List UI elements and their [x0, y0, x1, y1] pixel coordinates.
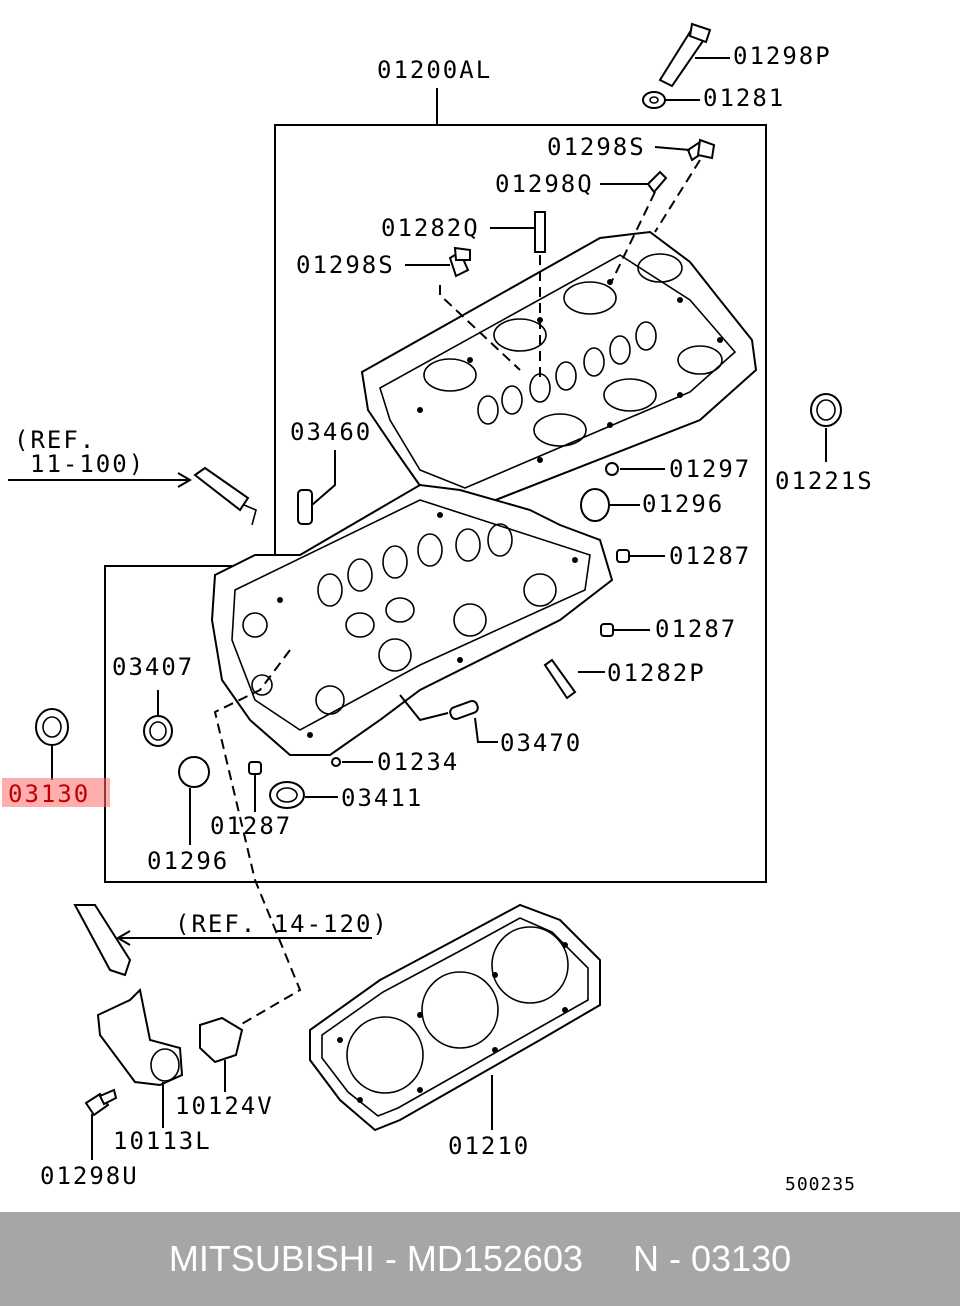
label-ref-14-120: (REF. 14-120)	[175, 910, 389, 938]
label-01287-a: 01287	[669, 542, 751, 570]
part-info-footer: MITSUBISHI - MD152603 N - 03130	[0, 1212, 960, 1306]
dowel-03460	[297, 489, 313, 525]
washer-01281	[642, 91, 666, 109]
label-03460: 03460	[290, 418, 372, 446]
label-01221s: 01221S	[775, 467, 874, 495]
label-03470: 03470	[500, 729, 582, 757]
cylinder-head	[210, 230, 758, 756]
bolt-01298q	[646, 170, 668, 194]
label-03130: 03130	[8, 780, 90, 808]
label-01287-c: 01287	[210, 812, 292, 840]
part-info-text: MITSUBISHI - MD152603 N - 03130	[168, 1238, 792, 1279]
label-01297: 01297	[669, 455, 751, 483]
cap-01296-right	[580, 488, 610, 522]
bolt-01298u	[84, 1088, 118, 1117]
label-01298s-top: 01298S	[547, 133, 646, 161]
parts-diagram: 01200AL 01298P 01281 01298S 01298Q 01282…	[2, 22, 874, 1195]
diagram-code: 500235	[785, 1174, 856, 1195]
label-01298p: 01298P	[733, 42, 832, 70]
label-03411: 03411	[341, 784, 423, 812]
pipe-ref-11-100	[193, 466, 257, 526]
bolt-01298s-left	[448, 246, 471, 278]
label-01282q: 01282Q	[381, 214, 480, 242]
label-01298s-left: 01298S	[296, 251, 395, 279]
highlight-box-03130	[2, 778, 110, 807]
label-01210: 01210	[448, 1132, 530, 1160]
label-10113l: 10113L	[113, 1127, 212, 1155]
head-gasket-01210	[309, 903, 601, 1132]
label-ref-11-100-a: (REF.	[14, 426, 96, 454]
label-01298u: 01298U	[40, 1162, 139, 1190]
plug-01287-c	[248, 761, 262, 775]
label-03407: 03407	[112, 653, 194, 681]
seal-03411	[269, 781, 305, 809]
seal-03130	[35, 708, 69, 746]
label-01296-left: 01296	[147, 847, 229, 875]
pipe-ref-14-120	[73, 904, 132, 977]
label-01282p: 01282P	[607, 659, 706, 687]
label-01234: 01234	[377, 748, 459, 776]
plug-01287-b	[600, 623, 614, 637]
plug-01297	[605, 462, 619, 476]
label-01281: 01281	[703, 84, 785, 112]
bolt-01298p	[658, 22, 712, 88]
plug-01287-a	[616, 549, 630, 563]
label-01298q: 01298Q	[495, 170, 594, 198]
bolt-01298s-top	[686, 138, 716, 162]
plug-01234	[331, 757, 341, 767]
bracket-10113l	[96, 987, 184, 1087]
stud-01282q	[534, 211, 546, 253]
dowel-03470	[449, 699, 479, 721]
label-01287-b: 01287	[655, 615, 737, 643]
label-ref-11-100-b: 11-100)	[30, 450, 145, 478]
label-01296-right: 01296	[642, 490, 724, 518]
seal-01221s	[810, 393, 842, 427]
gasket-10124v	[199, 1016, 244, 1064]
seal-03407	[143, 715, 173, 747]
cap-01296-left	[178, 756, 210, 788]
label-01200al: 01200AL	[377, 56, 492, 84]
stud-01282p	[543, 658, 577, 700]
label-10124v: 10124V	[175, 1092, 274, 1120]
